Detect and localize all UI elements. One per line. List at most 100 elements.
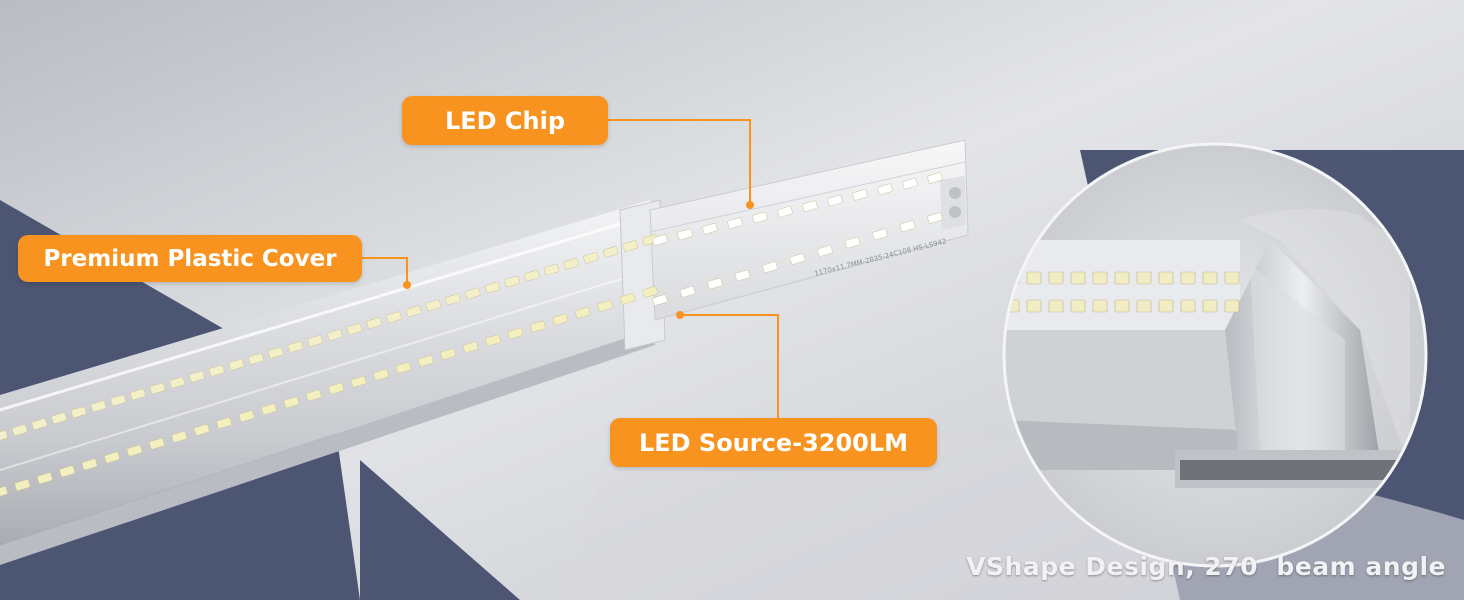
led-chip-mark (1048, 271, 1064, 285)
led-chip-mark (350, 375, 367, 388)
led-chip-mark (927, 172, 943, 184)
led-chip-mark (902, 177, 918, 190)
led-chip-mark (1224, 271, 1240, 285)
led-chip-mark (652, 234, 668, 246)
led-chip-mark (484, 281, 501, 294)
led-chip-mark (727, 217, 743, 229)
led-chip-mark (171, 431, 188, 443)
led-chip-mark (283, 396, 300, 409)
led-chip-mark (130, 388, 146, 401)
led-chip-mark (169, 376, 186, 389)
led-chip-mark (1158, 299, 1174, 313)
led-chip-mark (1224, 299, 1240, 313)
led-chip-mark (817, 245, 833, 257)
led-chip-mark (90, 400, 107, 413)
led-chip-mark (552, 313, 569, 326)
led-chip-mark (602, 246, 619, 258)
led-chip-mark (677, 228, 693, 241)
led-chip-mark (189, 370, 205, 383)
led-chip-mark (395, 362, 412, 374)
led-chip-mark (1092, 299, 1108, 313)
led-chip-mark (126, 444, 143, 457)
led-chip-mark (1114, 299, 1130, 313)
led-chip-mark (327, 329, 343, 341)
led-chip-mark (228, 358, 245, 371)
led-chip-mark (927, 212, 943, 224)
led-chip-mark (149, 382, 166, 395)
led-chip-label: LED Chip (444, 106, 566, 135)
plastic-cover-label: Premium Plastic Cover (43, 245, 337, 272)
led-chip-mark (872, 228, 888, 241)
led-chip-mark (702, 222, 718, 235)
led-chip-mark (1070, 299, 1086, 313)
led-chip-mark (70, 406, 87, 419)
led-chip-mark (789, 253, 806, 265)
led-chip-callout: LED Chip (402, 96, 608, 145)
led-source-callout: LED Source-3200LM (610, 418, 937, 467)
led-chip-mark (777, 206, 793, 218)
led-chip-mark (563, 257, 580, 270)
led-chip-mark (306, 389, 322, 402)
led-chip-mark (1202, 299, 1218, 313)
led-chip-mark (11, 424, 28, 436)
led-chip-mark (238, 410, 255, 422)
led-chip-mark (1180, 271, 1196, 285)
led-chip-mark (261, 403, 277, 416)
led-tube: 1170x11.7MM-2835-24C108 HS-LS942 (0, 139, 969, 565)
led-chip-mark (583, 252, 599, 264)
led-chip-mark (524, 269, 540, 282)
led-chip-mark (1070, 271, 1086, 285)
led-chip-mark (1092, 271, 1108, 285)
led-chip-mark (1158, 271, 1174, 285)
led-chip-mark (59, 465, 76, 478)
led-chip-mark (425, 299, 442, 312)
led-chip-mark (752, 211, 768, 224)
led-chip-mark (762, 261, 778, 273)
led-chip-mark (104, 451, 120, 464)
led-chip-mark (642, 286, 658, 298)
led-chip-mark (373, 368, 389, 381)
led-chip-mark (1114, 271, 1130, 285)
vshape-detail-circle (1002, 142, 1428, 568)
led-chip-mark (504, 275, 520, 288)
callout-leaders (360, 119, 779, 418)
led-chip-mark (405, 305, 422, 318)
led-chip-mark (1026, 271, 1042, 285)
led-chip-mark (464, 287, 481, 300)
led-chip-mark (193, 424, 210, 436)
led-chip-mark (0, 430, 8, 442)
led-chip-mark (440, 348, 457, 360)
led-chip-mark (208, 364, 225, 377)
led-chip-mark (679, 286, 696, 298)
led-chip-mark (445, 293, 461, 306)
caption-text: VShape Design, 270 beam angle (966, 552, 1446, 581)
led-chip-mark (81, 458, 98, 471)
led-chip-mark (844, 236, 861, 249)
led-chip-mark (1136, 299, 1152, 313)
led-chip-mark (328, 382, 344, 395)
led-chip-mark (574, 306, 591, 319)
led-chip-mark (307, 335, 323, 347)
led-chip-mark (248, 352, 264, 365)
led-chip-mark (366, 317, 383, 329)
led-chip-mark (877, 183, 893, 196)
led-chip-mark (707, 277, 723, 290)
led-chip-mark (530, 320, 546, 333)
led-chip-mark (51, 412, 67, 424)
led-chip-mark (386, 311, 402, 324)
led-chip-mark (37, 472, 53, 485)
led-chip-mark (418, 355, 434, 367)
led-chip-mark (485, 334, 501, 347)
led-chip-mark (346, 323, 363, 335)
led-chip-mark (1048, 299, 1064, 313)
led-source-label: LED Source-3200LM (638, 428, 909, 457)
led-chip-mark (852, 189, 868, 201)
led-chip-mark (734, 269, 751, 282)
led-chip-mark (216, 417, 232, 429)
led-chip-mark (827, 194, 843, 207)
led-chip-mark (110, 394, 126, 407)
led-chip-mark (1180, 299, 1196, 313)
led-chip-mark (267, 347, 284, 359)
led-chip-mark (899, 220, 916, 232)
